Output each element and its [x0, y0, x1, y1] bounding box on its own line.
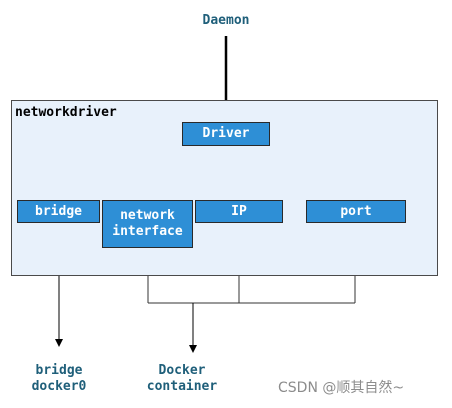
daemon-label: Daemon — [202, 13, 250, 28]
bridge-docker0-line1: bridge — [35, 363, 83, 378]
network-interface-node: network interface — [102, 200, 193, 248]
driver-node: Driver — [182, 122, 270, 146]
ip-node: IP — [195, 200, 283, 223]
bridge-node: bridge — [17, 200, 100, 223]
bridge-docker0-label: bridge docker0 — [19, 363, 99, 395]
watermark: CSDN @顺其自然~ — [278, 380, 405, 396]
bridge-docker0-line2: docker0 — [31, 379, 87, 394]
docker-container-line2: container — [146, 379, 218, 394]
docker-container-label: Docker container — [136, 363, 228, 395]
container-title: networkdriver — [15, 105, 117, 120]
docker-container-line1: Docker — [158, 363, 206, 378]
port-node: port — [306, 200, 406, 223]
